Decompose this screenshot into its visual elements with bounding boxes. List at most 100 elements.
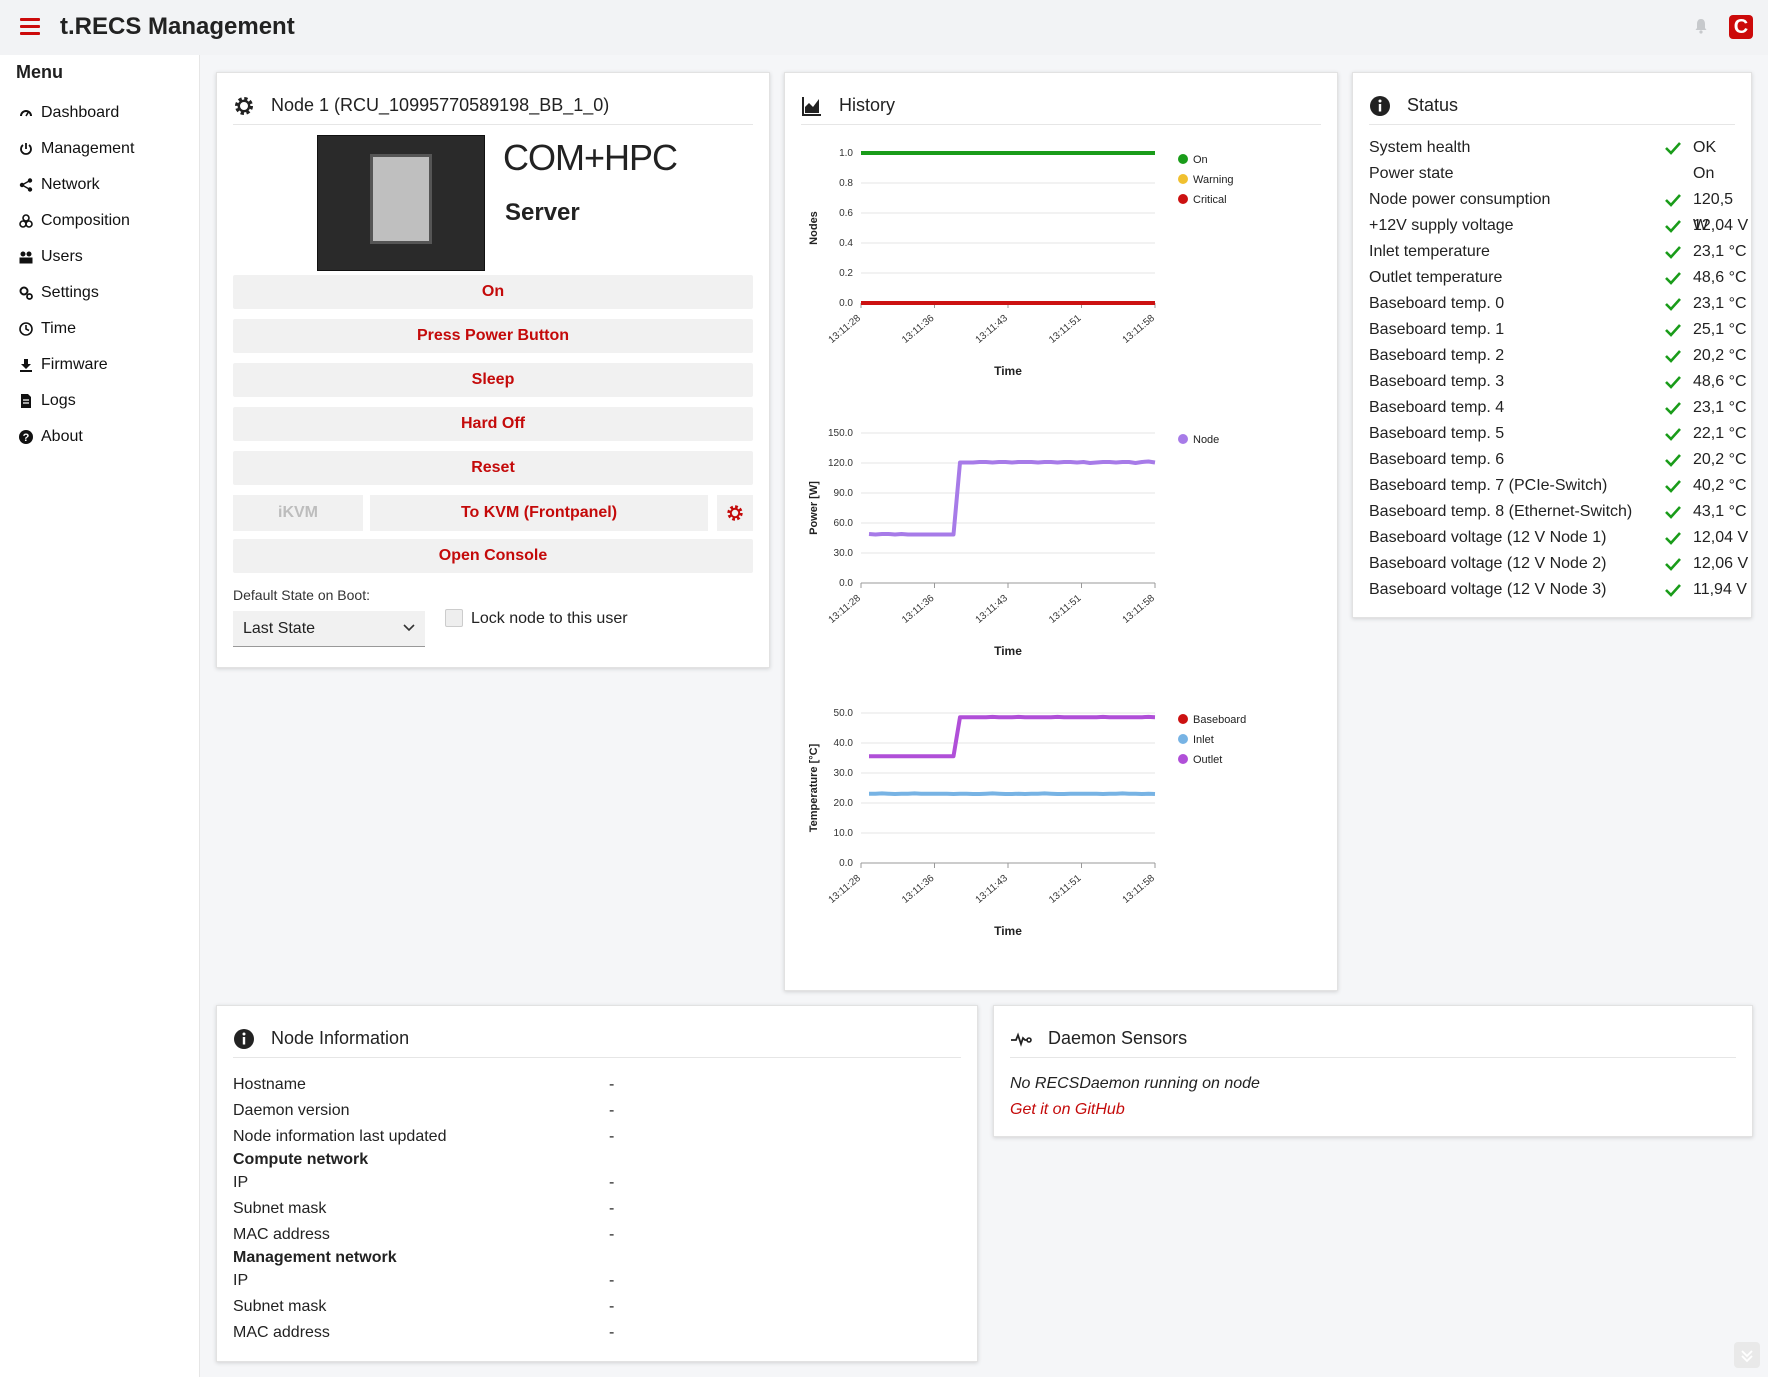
- status-value: 22,1 °C: [1693, 425, 1747, 442]
- legend-marker: [1178, 154, 1188, 164]
- node-title: Node 1 (RCU_10995770589198_BB_1_0): [271, 95, 610, 115]
- sidebar-nav: Dashboard Management Network Composition…: [18, 95, 134, 455]
- sidebar-item-label: Firmware: [41, 356, 108, 373]
- y-tick-label: 50.0: [834, 708, 854, 719]
- power-icon: [20, 143, 32, 155]
- x-tick-label: 13:11:43: [974, 313, 1011, 346]
- status-value: 40,2 °C: [1693, 477, 1747, 494]
- x-tick-label: 13:11:43: [974, 593, 1011, 626]
- legend-marker: [1178, 174, 1188, 184]
- sidebar-item-management[interactable]: Management: [18, 131, 134, 167]
- y-tick-label: 0.2: [839, 268, 853, 279]
- check-icon: [1665, 480, 1681, 493]
- area-chart-icon: [802, 96, 821, 116]
- info-row-last-updated: Node information last updated-: [233, 1124, 953, 1150]
- management-network-heading: Management network: [233, 1249, 397, 1266]
- info-value: -: [609, 1174, 615, 1191]
- sidebar-item-network[interactable]: Network: [18, 167, 134, 203]
- hard-off-button[interactable]: Hard Off: [233, 407, 753, 441]
- status-value: 48,6 °C: [1693, 373, 1747, 390]
- sleep-button[interactable]: Sleep: [233, 363, 753, 397]
- press-power-button[interactable]: Press Power Button: [233, 319, 753, 353]
- legend-marker: [1178, 434, 1188, 444]
- dashboard-icon: [20, 110, 32, 117]
- check-icon: [1665, 532, 1681, 545]
- info-row-compute-ip: IP-: [233, 1170, 953, 1196]
- x-tick-label: 13:11:36: [900, 873, 937, 906]
- reset-button[interactable]: Reset: [233, 451, 753, 485]
- lock-node-checkbox[interactable]: [445, 609, 463, 627]
- status-value: 25,1 °C: [1693, 321, 1747, 338]
- bell-icon[interactable]: [1694, 18, 1708, 34]
- check-icon: [1665, 272, 1681, 285]
- hamburger-menu-icon[interactable]: [20, 18, 40, 36]
- x-tick-label: 13:11:51: [1047, 873, 1084, 906]
- sidebar-item-settings[interactable]: Settings: [18, 275, 134, 311]
- sidebar-item-label: Network: [41, 176, 100, 193]
- info-row-management-ip: IP-: [233, 1268, 953, 1294]
- legend-marker: [1178, 754, 1188, 764]
- status-value: 43,1 °C: [1693, 503, 1747, 520]
- y-tick-label: 150.0: [828, 428, 853, 439]
- github-link[interactable]: Get it on GitHub: [1010, 1101, 1125, 1118]
- node-card-header: Node 1 (RCU_10995770589198_BB_1_0): [233, 87, 753, 125]
- boot-state-select[interactable]: Last State: [233, 611, 425, 647]
- sidebar-item-firmware[interactable]: Firmware: [18, 347, 134, 383]
- lock-node-label: Lock node to this user: [471, 610, 628, 627]
- daemon-sensors-title: Daemon Sensors: [1048, 1028, 1188, 1048]
- info-row-management-subnet: Subnet mask-: [233, 1294, 953, 1320]
- y-axis-label: Temperature [°C]: [808, 743, 820, 832]
- sidebar-item-composition[interactable]: Composition: [18, 203, 134, 239]
- kvm-settings-button[interactable]: [717, 495, 753, 531]
- info-value: -: [609, 1298, 615, 1315]
- sidebar-item-dashboard[interactable]: Dashboard: [18, 95, 134, 131]
- sidebar-item-users[interactable]: Users: [18, 239, 134, 275]
- info-label: Node information last updated: [233, 1128, 447, 1145]
- status-row: Baseboard temp. 7 (PCIe-Switch)40,2 °C: [1369, 473, 1749, 499]
- daemon-sensors-header: Daemon Sensors: [1010, 1020, 1736, 1058]
- info-value: -: [609, 1226, 615, 1243]
- node-info-title: Node Information: [271, 1028, 410, 1048]
- ikvm-button[interactable]: iKVM: [233, 495, 363, 531]
- boot-state-value: Last State: [243, 620, 316, 637]
- sidebar-item-about[interactable]: ? About: [18, 419, 134, 455]
- sidebar-item-logs[interactable]: Logs: [18, 383, 134, 419]
- open-console-button[interactable]: Open Console: [233, 539, 753, 573]
- x-tick-label: 13:11:28: [827, 313, 864, 346]
- scroll-to-bottom-button[interactable]: [1734, 1342, 1760, 1368]
- status-value: 12,04 V: [1693, 529, 1749, 546]
- node-info-card: Node Information Hostname- Daemon versio…: [216, 1005, 978, 1362]
- kvm-frontpanel-button[interactable]: To KVM (Frontpanel): [370, 495, 708, 531]
- check-icon: [1665, 142, 1681, 155]
- legend-label: Baseboard: [1193, 714, 1246, 726]
- y-axis-label: Nodes: [808, 211, 820, 245]
- check-icon: [1665, 454, 1681, 467]
- y-tick-label: 30.0: [834, 548, 854, 559]
- y-tick-label: 1.0: [839, 148, 853, 159]
- y-tick-label: 0.6: [839, 208, 853, 219]
- status-row: Baseboard voltage (12 V Node 3)11,94 V: [1369, 577, 1749, 603]
- y-tick-label: 90.0: [834, 488, 854, 499]
- check-icon: [1665, 558, 1681, 571]
- legend-label: Warning: [1193, 174, 1234, 186]
- boot-state-label: Default State on Boot:: [233, 587, 370, 603]
- brand-logo-icon[interactable]: C: [1729, 15, 1753, 39]
- sidebar-item-time[interactable]: Time: [18, 311, 134, 347]
- status-label: Baseboard voltage (12 V Node 1): [1369, 529, 1607, 546]
- status-row: Baseboard voltage (12 V Node 2)12,06 V: [1369, 551, 1749, 577]
- status-label: Baseboard temp. 8 (Ethernet-Switch): [1369, 503, 1633, 520]
- power-on-button[interactable]: On: [233, 275, 753, 309]
- x-tick-label: 13:11:58: [1121, 593, 1158, 626]
- status-label: Inlet temperature: [1369, 243, 1490, 260]
- y-tick-label: 0.4: [839, 238, 853, 249]
- sidebar-item-label: Logs: [41, 392, 76, 409]
- node-card: Node 1 (RCU_10995770589198_BB_1_0) COM+H…: [216, 72, 770, 668]
- info-value: -: [609, 1272, 615, 1289]
- x-tick-label: 13:11:36: [900, 313, 937, 346]
